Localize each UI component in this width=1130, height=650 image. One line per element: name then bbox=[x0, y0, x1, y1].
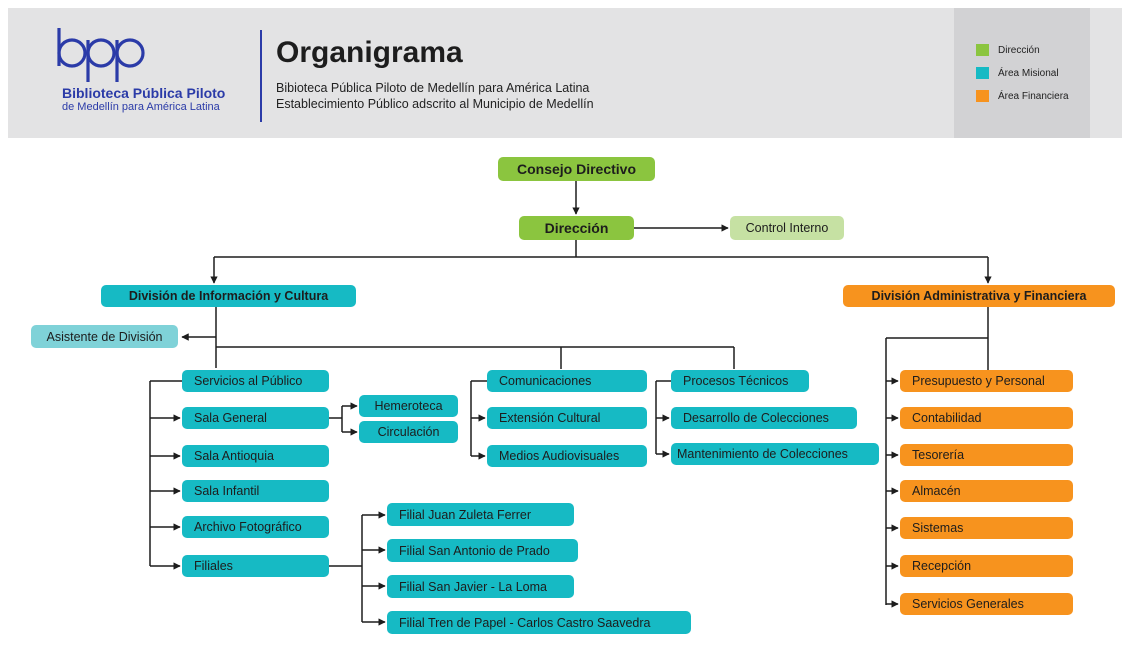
page-title: Organigrama bbox=[276, 36, 463, 69]
node-medios-audiovisuales: Medios Audiovisuales bbox=[487, 445, 647, 467]
node-contabilidad: Contabilidad bbox=[900, 407, 1073, 429]
node-procesos-tecnicos: Procesos Técnicos bbox=[671, 370, 809, 392]
node-tesoreria: Tesorería bbox=[900, 444, 1073, 466]
header-banner bbox=[8, 8, 1122, 138]
bpp-logo-mark bbox=[57, 28, 145, 82]
node-filial-tren-papel: Filial Tren de Papel - Carlos Castro Saa… bbox=[387, 611, 691, 634]
legend-item-area-financiera: Área Financiera bbox=[976, 89, 1069, 103]
node-sala-infantil: Sala Infantil bbox=[182, 480, 329, 502]
node-servicios-publico: Servicios al Público bbox=[182, 370, 329, 392]
logo-subtitle: de Medellín para América Latina bbox=[62, 101, 220, 113]
header-divider bbox=[260, 30, 262, 122]
node-division-administrativa-financiera: División Administrativa y Financiera bbox=[843, 285, 1115, 307]
node-direccion: Dirección bbox=[519, 216, 634, 240]
node-archivo-fotografico: Archivo Fotográfico bbox=[182, 516, 329, 538]
node-control-interno: Control Interno bbox=[730, 216, 844, 240]
legend-item-area-misional: Área Misional bbox=[976, 66, 1059, 80]
logo-title: Biblioteca Pública Piloto bbox=[62, 85, 226, 101]
node-circulacion: Circulación bbox=[359, 421, 458, 443]
node-consejo-directivo: Consejo Directivo bbox=[498, 157, 655, 181]
node-mantenimiento-colecciones: Mantenimiento de Colecciones bbox=[671, 443, 879, 465]
node-desarrollo-colecciones: Desarrollo de Colecciones bbox=[671, 407, 857, 429]
node-comunicaciones: Comunicaciones bbox=[487, 370, 647, 392]
legend-swatch bbox=[976, 44, 989, 56]
node-sala-antioquia: Sala Antioquia bbox=[182, 445, 329, 467]
legend-item-direccion: Dirección bbox=[976, 43, 1040, 57]
node-asistente-division: Asistente de División bbox=[31, 325, 178, 348]
node-filial-san-javier: Filial San Javier - La Loma bbox=[387, 575, 574, 598]
legend-label: Área Misional bbox=[998, 67, 1059, 79]
node-servicios-generales: Servicios Generales bbox=[900, 593, 1073, 615]
page-subtitle-2: Establecimiento Público adscrito al Muni… bbox=[276, 97, 594, 111]
node-sala-general: Sala General bbox=[182, 407, 329, 429]
page-subtitle-1: Bibioteca Pública Piloto de Medellín par… bbox=[276, 81, 590, 95]
node-almacen: Almacén bbox=[900, 480, 1073, 502]
legend-label: Dirección bbox=[998, 44, 1040, 56]
node-presupuesto-personal: Presupuesto y Personal bbox=[900, 370, 1073, 392]
node-hemeroteca: Hemeroteca bbox=[359, 395, 458, 417]
node-filial-san-antonio-prado: Filial San Antonio de Prado bbox=[387, 539, 578, 562]
legend-label: Área Financiera bbox=[998, 90, 1069, 102]
node-sistemas: Sistemas bbox=[900, 517, 1073, 539]
node-division-informacion-cultura: División de Información y Cultura bbox=[101, 285, 356, 307]
node-extension-cultural: Extensión Cultural bbox=[487, 407, 647, 429]
node-recepcion: Recepción bbox=[900, 555, 1073, 577]
legend-swatch bbox=[976, 67, 989, 79]
node-filiales: Filiales bbox=[182, 555, 329, 577]
legend-swatch bbox=[976, 90, 989, 102]
node-filial-juan-zuleta: Filial Juan Zuleta Ferrer bbox=[387, 503, 574, 526]
